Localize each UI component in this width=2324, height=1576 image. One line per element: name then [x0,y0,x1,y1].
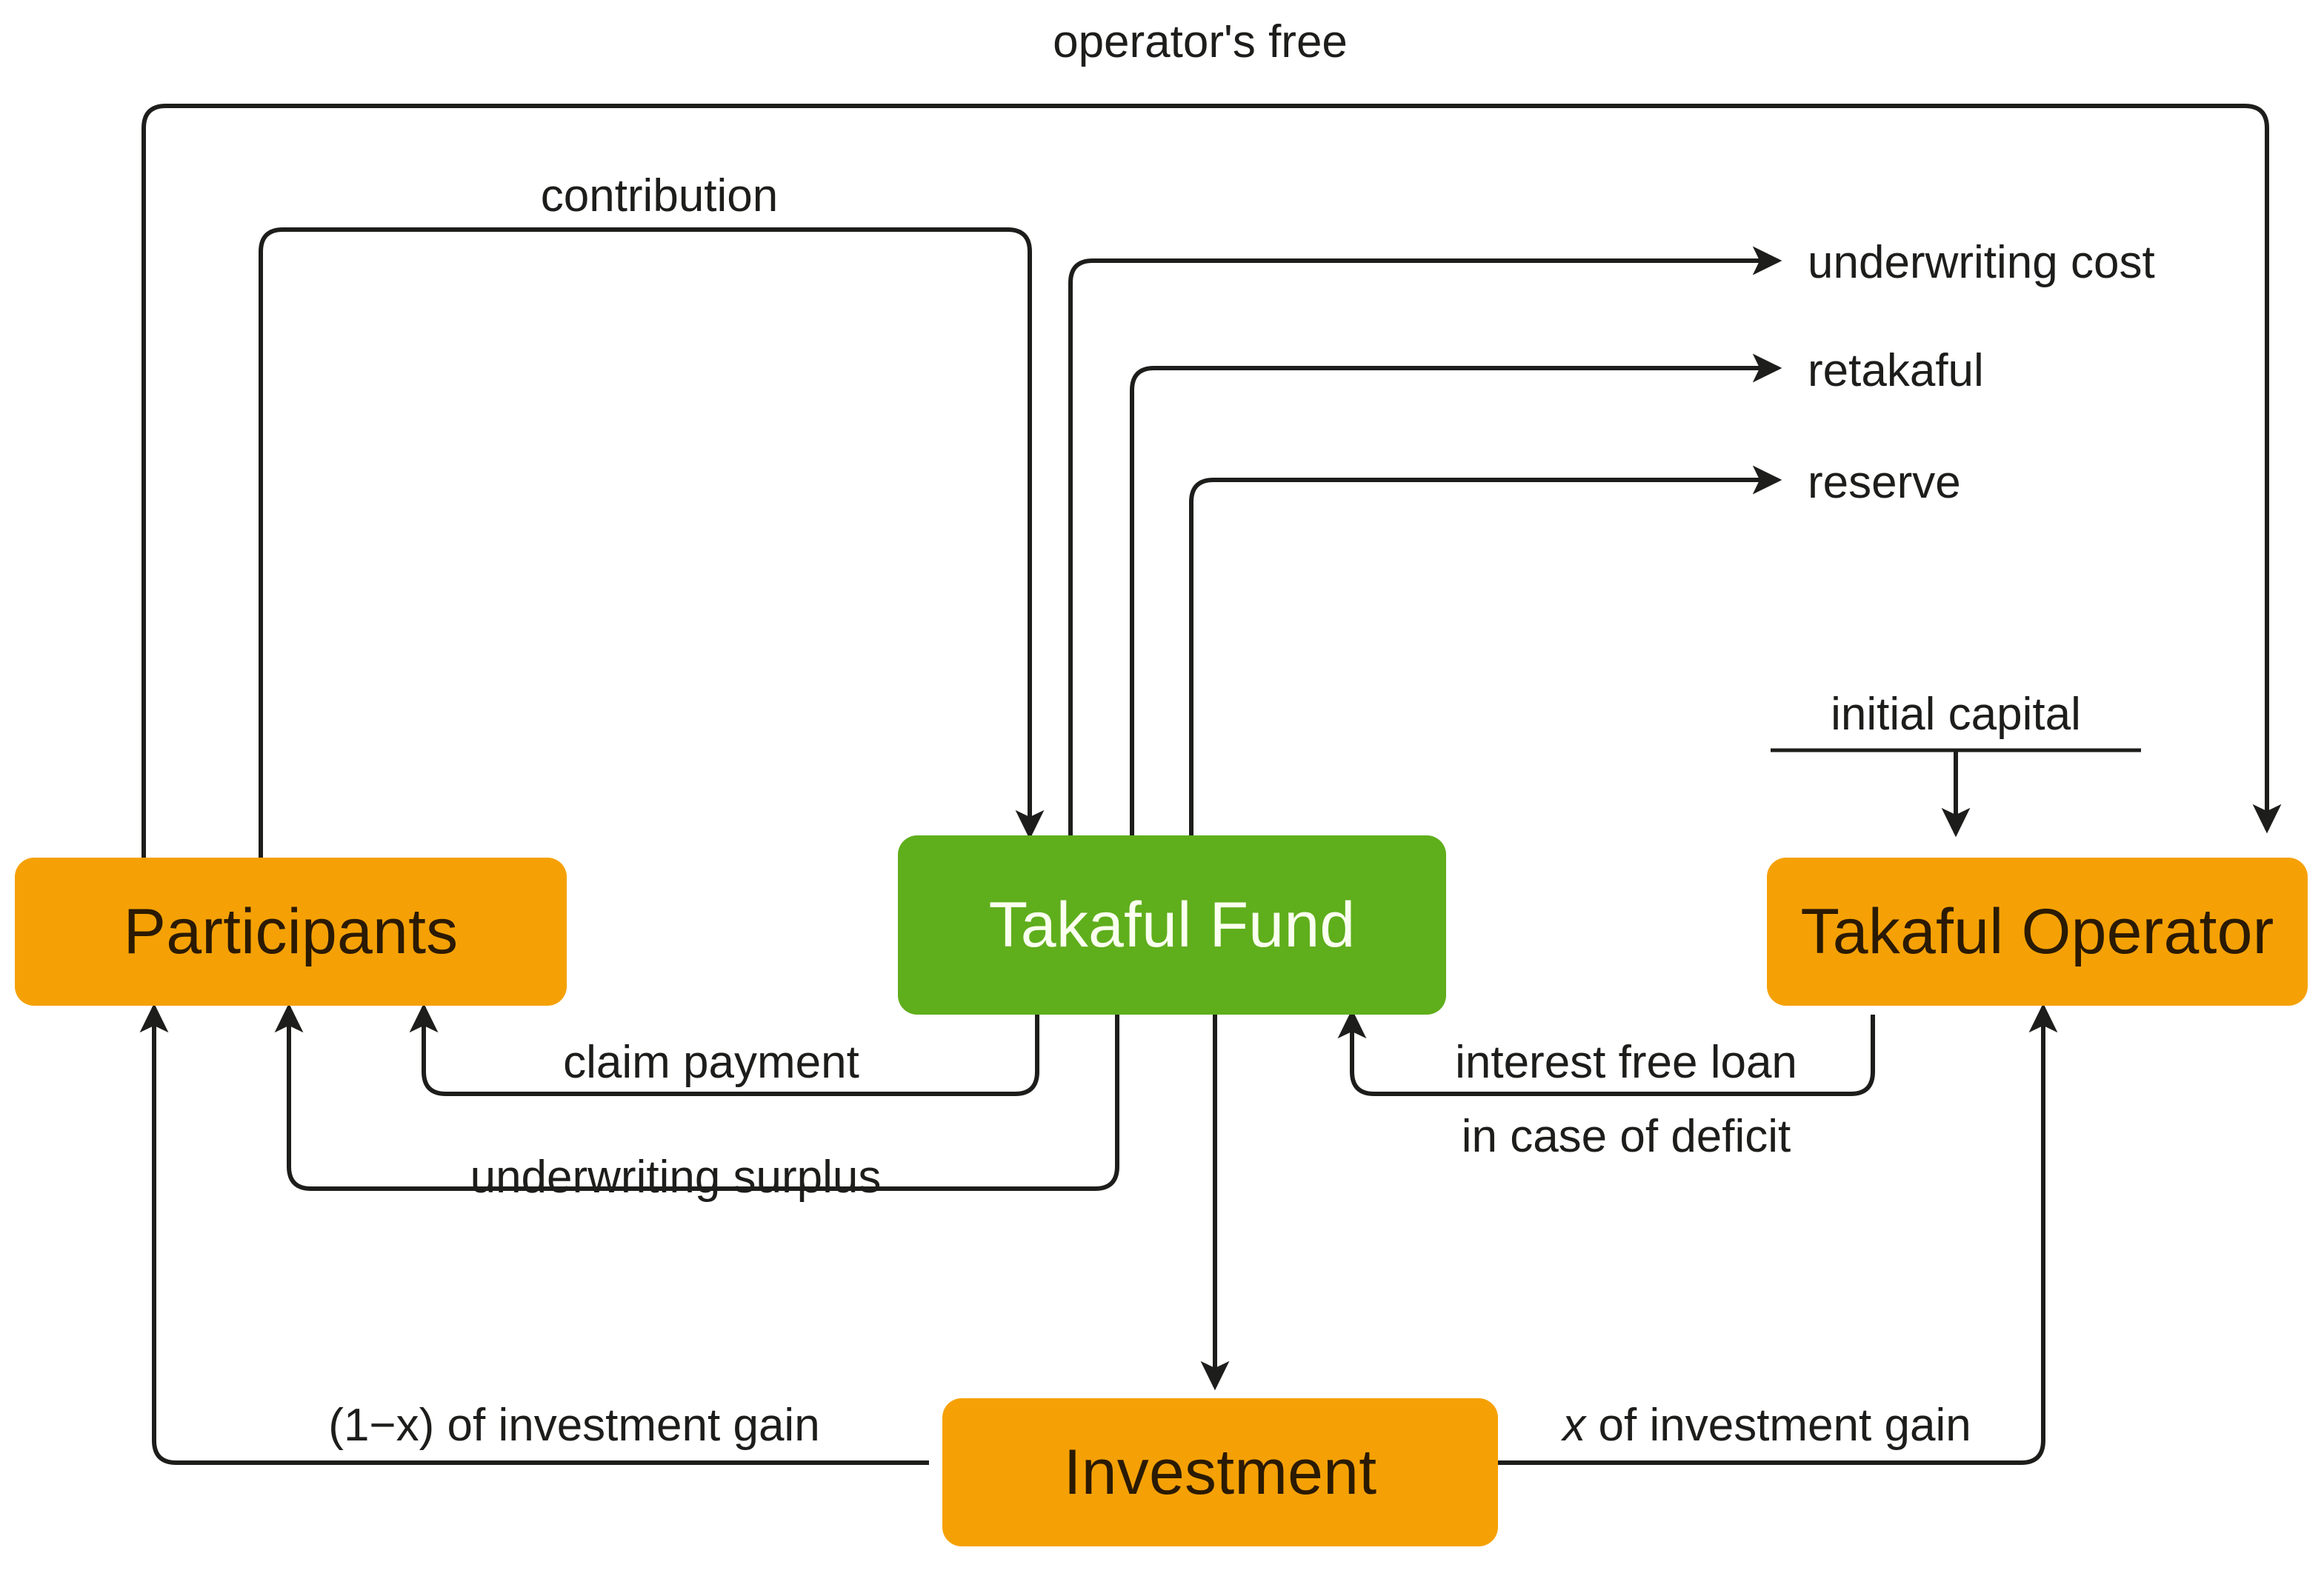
label-underwriting-surplus: underwriting surplus [470,1152,882,1203]
node-investment[interactable]: Investment [942,1398,1498,1546]
edge-retakaful [1130,353,1782,859]
node-participants[interactable]: Participants [15,858,567,1006]
label-in-case-of-deficit: in case of deficit [1461,1111,1791,1162]
node-takaful-operator[interactable]: Takaful Operator [1767,858,2308,1006]
edge-interest-free-loan [1337,1009,1875,1096]
node-takaful-operator-label: Takaful Operator [1800,895,2274,967]
label-interest-free-loan: interest free loan [1455,1037,1797,1088]
label-contribution: contribution [540,170,779,221]
label-retakaful: retakaful [1808,345,1984,396]
label-reserve: reserve [1808,457,1961,508]
edge-reserve [1189,465,1782,859]
edge-operators-free [141,104,2282,858]
label-investment-gain-operator-rest: of investment gain [1585,1400,1971,1451]
edge-investment-gain-participants [139,1003,929,1465]
label-investment-gain-participants: (1−x) of investment gain [328,1400,820,1451]
edge-investment-gain-operator [1498,1003,2058,1465]
label-underwriting-cost: underwriting cost [1808,237,2155,288]
label-operators-free: operator's free [1053,16,1348,67]
edge-contribution [259,227,1045,858]
edge-underwriting-surplus [274,1003,1119,1191]
node-investment-label: Investment [1063,1436,1377,1508]
node-takaful-fund[interactable]: Takaful Fund [898,835,1446,1015]
label-initial-capital: initial capital [1831,689,2081,740]
node-participants-label: Participants [123,895,459,967]
edge-underwriting-cost [1068,246,1782,859]
node-takaful-fund-label: Takaful Fund [988,889,1356,961]
label-investment-gain-operator: x of investment gain [1562,1400,1971,1451]
edge-claim-payment [409,1003,1039,1096]
label-investment-gain-operator-x: x [1562,1400,1586,1451]
label-claim-payment: claim payment [563,1037,859,1088]
